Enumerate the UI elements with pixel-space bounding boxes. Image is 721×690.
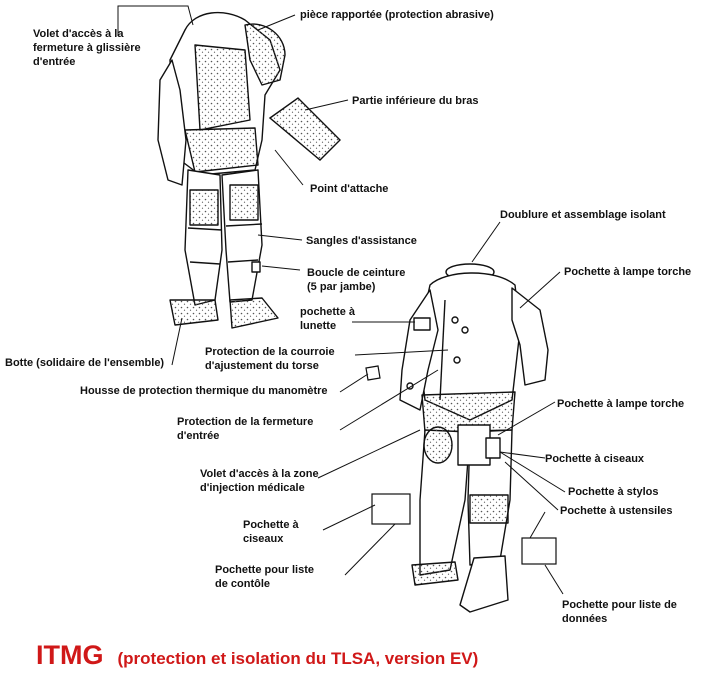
- suit-front-view: [399, 263, 549, 613]
- label-pochette-stylos: Pochette à stylos: [568, 486, 659, 498]
- label-pochette-ciseaux-2: Pochette à ciseaux: [243, 519, 299, 545]
- figure-caption: ITMG (protection et isolation du TLSA, ve…: [36, 640, 478, 671]
- label-volet-injection: Volet d'accès à la zone d'injection médi…: [200, 468, 319, 494]
- label-sangles: Sangles d'assistance: [306, 235, 417, 247]
- data-list-pocket-part: [521, 537, 557, 565]
- label-pochette-lampe-2: Pochette à lampe torche: [557, 398, 685, 410]
- label-pochette-ciseaux-1: Pochette à ciseaux: [545, 453, 645, 465]
- label-protection-fermeture: Protection de la fermeture d'entrée: [177, 416, 314, 442]
- label-botte: Botte (solidaire de l'ensemble): [5, 357, 165, 369]
- label-pochette-lampe-1: Pochette à lampe torche: [564, 266, 692, 278]
- label-partie-inferieure-bras: Partie inférieure du bras: [352, 95, 479, 107]
- caption-subtitle: (protection et isolation du TLSA, versio…: [117, 649, 479, 668]
- suit-back-view: [157, 11, 286, 329]
- label-piece-rapportee: pièce rapportée (protection abrasive): [300, 9, 494, 21]
- label-pochette-lunette: pochette à lunette: [300, 306, 356, 332]
- label-housse-manometre: Housse de protection thermique du manomè…: [80, 385, 328, 397]
- lower-arm-part: [268, 97, 341, 161]
- pressure-gauge-cover: [365, 365, 381, 381]
- label-volet-acces: Volet d'accès à la fermeture à glissière…: [33, 28, 141, 68]
- label-pochette-liste-donnees: Pochette pour liste de données: [562, 599, 677, 625]
- label-boucle-ceinture: Boucle de ceinture (5 par jambe): [307, 267, 406, 293]
- label-point-attache: Point d'attache: [310, 183, 389, 195]
- caption-title: ITMG: [36, 640, 104, 670]
- leader-lines: [117, 5, 566, 595]
- label-pochette-liste-controle: Pochette pour liste de contôle: [215, 564, 315, 590]
- label-pochette-ustensiles: Pochette à ustensiles: [560, 505, 673, 517]
- label-doublure: Doublure et assemblage isolant: [500, 209, 666, 221]
- scissor-pocket-part: [371, 493, 411, 525]
- label-protection-courroie: Protection de la courroie d'ajustement d…: [205, 346, 335, 372]
